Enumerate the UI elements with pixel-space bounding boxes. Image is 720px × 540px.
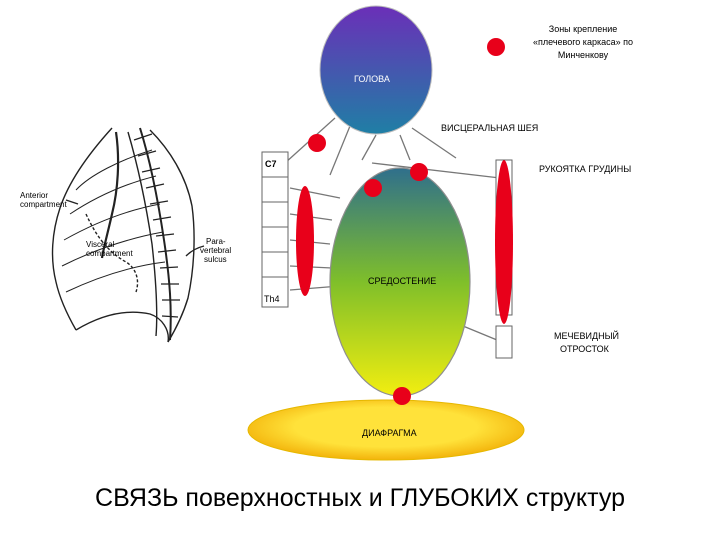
anatomy-label-visceral-2: compartment	[86, 249, 133, 258]
legend-line-2: «плечевого каркаса» по	[533, 37, 633, 47]
attachment-dot-head	[308, 134, 326, 152]
vertebra-box-3	[261, 201, 289, 228]
vertebra-box-2	[261, 176, 289, 203]
legend-line-1: Зоны крепление	[548, 24, 618, 34]
anatomy-label-para-1: Para-	[206, 237, 226, 246]
legend-marker-dot	[487, 38, 505, 56]
vertebra-box-5	[261, 251, 289, 278]
diaphragm-ellipse	[247, 399, 525, 461]
label-diaphragm: ДИАФРАГМА	[362, 428, 417, 438]
label-mediastinum: СРЕДОСТЕНИЕ	[368, 276, 436, 286]
diaphragm-outline-left	[75, 311, 169, 343]
anterior-pointer	[65, 199, 79, 205]
label-manubrium: РУКОЯТКА ГРУДИНЫ	[539, 164, 631, 174]
attachment-dot-manubrium	[410, 163, 428, 181]
thorax-posterior-outline	[149, 129, 195, 343]
vertebral-segments	[133, 133, 180, 318]
thorax-anterior-outline	[51, 127, 113, 331]
label-head: ГОЛОВА	[354, 74, 390, 84]
label-xiphoid-1: МЕЧЕВИДНЫЙ	[554, 330, 619, 341]
vertebra-box-4	[261, 226, 289, 253]
attachment-dot-upper-mediastinum	[364, 179, 382, 197]
anatomy-label-visceral-1: Visceral	[86, 240, 115, 249]
paravertebral-pointer	[185, 245, 205, 257]
head-ellipse	[319, 5, 433, 135]
attachment-dot-diaphragm	[393, 387, 411, 405]
attachment-bar-sternum	[495, 160, 513, 324]
label-c7: C7	[265, 159, 277, 169]
legend-text: Зоны крепление «плечевого каркаса» по Ми…	[508, 23, 658, 62]
vertebra-boxes	[261, 151, 289, 308]
visceral-region-outline	[85, 213, 139, 293]
sternum-box-xiphoid	[495, 325, 513, 359]
vertebra-box-c7	[261, 151, 289, 178]
vertebra-box-th4	[261, 276, 289, 308]
legend-line-3: Минченкову	[557, 50, 609, 60]
anatomy-label-para-2: vertebral	[200, 246, 231, 255]
anatomy-label-anterior-2: compartment	[20, 200, 67, 209]
label-th4: Th4	[264, 294, 280, 304]
label-visceral-neck: ВИСЦЕРАЛЬНАЯ ШЕЯ	[441, 123, 538, 133]
spine-column-inner	[127, 131, 158, 337]
attachment-bar-spine	[296, 186, 314, 296]
label-xiphoid-2: ОТРОСТОК	[560, 344, 610, 354]
slide-caption: СВЯЗЬ поверхностных и ГЛУБОКИХ структур	[95, 484, 625, 512]
anatomy-label-para-3: sulcus	[204, 255, 227, 264]
anatomy-label-anterior-1: Anterior	[20, 191, 48, 200]
thorax-anatomy-drawing	[51, 127, 205, 343]
spine-column	[139, 127, 172, 341]
